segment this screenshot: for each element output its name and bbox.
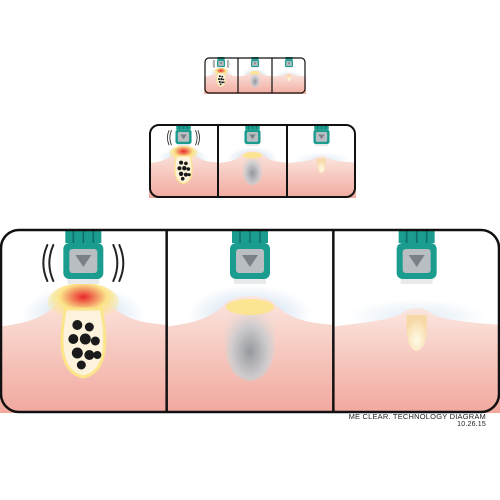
large-strip bbox=[0, 228, 500, 414]
strip-frame bbox=[204, 57, 306, 94]
bacteria-dot bbox=[221, 75, 224, 78]
vibration-wave-right bbox=[228, 60, 230, 68]
medium-strip bbox=[149, 124, 356, 198]
vibration-wave-right bbox=[226, 60, 229, 68]
arrow-down-icon bbox=[242, 255, 258, 267]
vibration-wave-left bbox=[213, 60, 216, 68]
vibration-wave-right bbox=[112, 244, 119, 282]
bacteria-dot bbox=[71, 347, 83, 359]
arrow-down-icon bbox=[249, 134, 256, 140]
bacteria-dot bbox=[84, 350, 95, 360]
panel-healed bbox=[287, 124, 356, 198]
device-tip bbox=[285, 67, 293, 69]
panel-drying bbox=[166, 229, 334, 413]
bacteria-dot bbox=[182, 166, 187, 171]
device-tip bbox=[251, 67, 259, 69]
heat-rim bbox=[226, 299, 274, 315]
healed-pore bbox=[286, 74, 292, 82]
panel-heat-and-vibration bbox=[204, 57, 238, 94]
bacteria-dot bbox=[222, 78, 225, 81]
device-tip bbox=[315, 144, 328, 147]
strip-frame bbox=[149, 124, 356, 198]
heat-rim bbox=[250, 71, 260, 75]
vibration-wave-left bbox=[167, 130, 170, 146]
device-tip bbox=[217, 67, 225, 69]
bacteria-dot bbox=[186, 167, 191, 171]
bacteria-dot bbox=[219, 83, 222, 86]
vibration-wave-left bbox=[169, 130, 172, 146]
strip-frame bbox=[0, 228, 500, 414]
bacteria-dot bbox=[179, 160, 184, 165]
device-tip bbox=[67, 279, 100, 284]
bacteria-dot bbox=[68, 334, 79, 344]
vibration-wave-left bbox=[212, 60, 214, 68]
bacteria-dot bbox=[84, 322, 94, 332]
healed-pore bbox=[406, 315, 427, 351]
bacteria-dot bbox=[79, 333, 91, 345]
arrow-down-icon bbox=[318, 134, 325, 140]
bacteria-dot bbox=[187, 173, 191, 177]
bacteria-dot bbox=[217, 78, 220, 81]
bacteria-dot bbox=[178, 171, 184, 177]
skin-tissue bbox=[287, 155, 356, 198]
device-tip bbox=[400, 279, 433, 284]
bacteria-dot bbox=[93, 351, 102, 359]
vibration-wave-left bbox=[42, 244, 49, 282]
bacteria-dot bbox=[220, 78, 223, 81]
bacteria-dot bbox=[183, 172, 188, 177]
arrow-down-icon bbox=[287, 62, 291, 65]
arrow-down-icon bbox=[408, 255, 425, 267]
vibration-wave-right bbox=[118, 244, 125, 282]
device-tip bbox=[234, 279, 266, 284]
bacteria-dot bbox=[90, 336, 100, 346]
bacteria-dot bbox=[218, 80, 221, 84]
device-tip bbox=[246, 144, 259, 147]
panel-drying bbox=[218, 124, 287, 198]
small-strip bbox=[204, 57, 306, 94]
panel-healed bbox=[272, 57, 306, 94]
bacteria-dot bbox=[76, 360, 86, 370]
panel-heat-and-vibration bbox=[149, 124, 218, 198]
bacteria-dot bbox=[223, 81, 225, 84]
bacteria-dot bbox=[218, 75, 221, 78]
vibration-wave-right bbox=[197, 130, 200, 146]
bacteria-dot bbox=[221, 81, 224, 84]
vibration-wave-right bbox=[195, 130, 198, 146]
skin-tissue bbox=[272, 72, 306, 94]
diagram-date: 10.26.15 bbox=[457, 421, 486, 428]
bacteria-dot bbox=[184, 161, 188, 166]
arrow-down-icon bbox=[180, 134, 187, 140]
heat-rim bbox=[242, 152, 263, 159]
arrow-down-icon bbox=[219, 62, 223, 65]
arrow-down-icon bbox=[253, 62, 257, 65]
bacteria-dot bbox=[180, 176, 185, 181]
panel-healed bbox=[333, 229, 500, 413]
shrinking-pore bbox=[224, 307, 276, 381]
shrinking-pore bbox=[249, 72, 261, 88]
skin-tissue bbox=[333, 308, 500, 413]
vibration-wave-left bbox=[48, 244, 55, 282]
panel-heat-and-vibration bbox=[0, 229, 167, 413]
panel-drying bbox=[238, 57, 272, 94]
arrow-down-icon bbox=[75, 255, 92, 267]
bacteria-dot bbox=[72, 320, 83, 330]
device-tip bbox=[177, 144, 190, 147]
bacteria-dot bbox=[177, 166, 182, 171]
shrinking-pore bbox=[242, 155, 263, 186]
diagram-title: ME CLEAR. TECHNOLOGY DIAGRAM bbox=[348, 412, 486, 421]
healed-pore bbox=[317, 158, 326, 174]
